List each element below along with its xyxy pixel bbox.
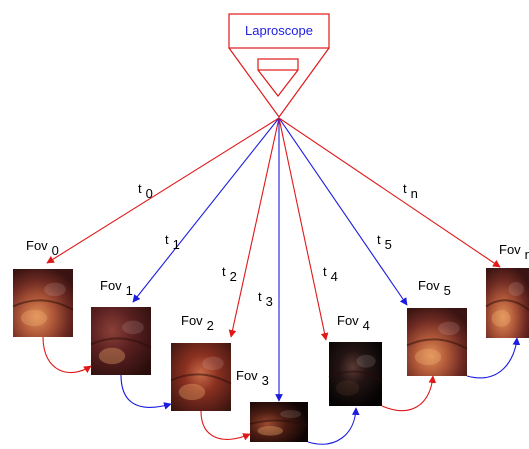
fov-label-5-base: Fov — [418, 278, 440, 293]
ray-label-5-base: t — [377, 232, 381, 247]
fov-label-1: Fov 1 — [100, 278, 133, 298]
fov-label-4-base: Fov — [337, 313, 359, 328]
ray-0 — [47, 118, 279, 263]
ray-1 — [133, 118, 279, 302]
fov-highlight — [336, 380, 359, 395]
ray-label-3-subscript: 3 — [266, 294, 273, 309]
fov-label-0-base: Fov — [26, 238, 48, 253]
fov-label-1-base: Fov — [100, 278, 122, 293]
fov-highlight — [202, 357, 224, 371]
fov-label-3: Fov 3 — [236, 368, 269, 388]
ray-label-n: tn — [403, 181, 418, 201]
ray-4 — [279, 118, 326, 340]
laparoscope-label: Laproscope — [245, 23, 313, 38]
fov-label-n-subscript: n — [525, 247, 529, 262]
fov-highlight — [280, 410, 301, 418]
fov-label-1-subscript: 1 — [126, 283, 133, 298]
laparoscope-lens-rect — [258, 59, 298, 70]
fov-label-3-base: Fov — [236, 368, 258, 383]
fov-label-0: Fov 0 — [26, 238, 59, 258]
fov-image-1 — [91, 307, 151, 375]
fov-highlight — [508, 282, 523, 296]
ray-label-1-subscript: 1 — [173, 237, 180, 252]
ray-label-2-subscript: 2 — [230, 269, 237, 284]
fov-highlight — [179, 384, 205, 400]
fov-highlight — [357, 355, 376, 368]
fov-highlight — [438, 322, 460, 336]
fov-connector-0 — [43, 337, 91, 373]
fov-image-2 — [171, 343, 231, 411]
ray-label-4-subscript: 4 — [331, 269, 338, 284]
ray-label-n-base: t — [403, 181, 407, 196]
fov-label-5: Fov 5 — [418, 278, 451, 298]
fov-label-5-subscript: 5 — [444, 283, 451, 298]
laparoscope-funnel — [229, 48, 329, 117]
ray-label-0-base: t — [138, 181, 142, 196]
ray-label-n-subscript: n — [411, 186, 418, 201]
fov-image-n — [486, 268, 529, 338]
ray-label-4: t4 — [323, 264, 338, 284]
fov-connector-5 — [467, 338, 517, 378]
fov-highlight — [258, 426, 284, 436]
fov-connector-3 — [308, 408, 356, 444]
fov-label-2-subscript: 2 — [207, 318, 214, 333]
fov-highlight — [122, 321, 144, 335]
fov-image-5 — [407, 308, 467, 376]
fov-highlight — [44, 283, 66, 297]
laparoscope-device: Laproscope — [229, 14, 329, 117]
ray-label-1-base: t — [165, 232, 169, 247]
fov-connector-2 — [201, 411, 250, 439]
fov-image-0 — [13, 269, 73, 337]
ray-label-0: t0 — [138, 181, 153, 201]
fov-connector-1 — [121, 375, 171, 407]
ray-label-2: t2 — [222, 264, 237, 284]
ray-label-5: t5 — [377, 232, 392, 252]
ray-label-2-base: t — [222, 264, 226, 279]
fov-highlight — [415, 349, 441, 365]
fov-label-2-base: Fov — [181, 313, 203, 328]
fov-label-n-base: Fov — [499, 242, 521, 257]
fov-label-4: Fov 4 — [337, 313, 370, 333]
fov-connector-4 — [382, 376, 433, 411]
fov-highlight — [21, 310, 47, 326]
ray-label-5-subscript: 5 — [385, 237, 392, 252]
ray-labels: t0t1t2t3t4t5tn — [138, 181, 418, 309]
fov-highlight — [492, 310, 511, 327]
ray-label-4-base: t — [323, 264, 327, 279]
fov-label-3-subscript: 3 — [262, 373, 269, 388]
fov-label-n: Fovn — [499, 242, 529, 262]
fov-label-2: Fov 2 — [181, 313, 214, 333]
fov-label-4-subscript: 4 — [363, 318, 370, 333]
fov-image-3 — [250, 402, 308, 442]
ray-label-3: t3 — [258, 289, 273, 309]
fov-image-4 — [329, 342, 382, 406]
fov-highlight — [99, 348, 125, 364]
ray-label-0-subscript: 0 — [146, 186, 153, 201]
ray-label-1: t1 — [165, 232, 180, 252]
fov-label-0-subscript: 0 — [52, 243, 59, 258]
ray-label-3-base: t — [258, 289, 262, 304]
ray-5 — [279, 118, 407, 305]
laparoscope-lens-triangle — [258, 70, 298, 96]
